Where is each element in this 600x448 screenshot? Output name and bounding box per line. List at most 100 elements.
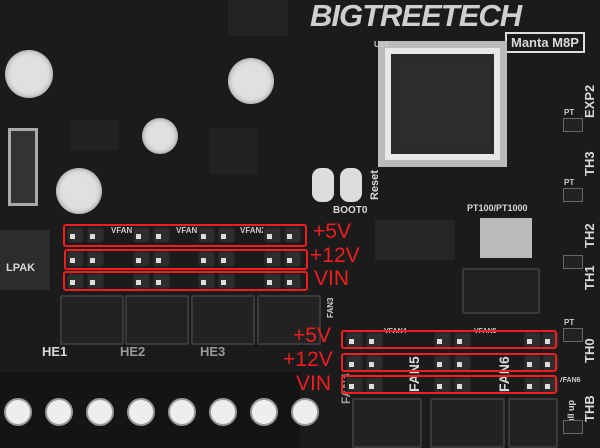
header-pin [132,226,151,244]
header-pin [152,272,171,290]
vin-label-left: VIN [314,267,350,290]
header-pin [345,354,364,372]
terminal-screw [86,398,114,426]
th0-connector [563,328,583,342]
header-pin [263,226,282,244]
lpak-label: LPAK [6,262,36,274]
header-pin [453,376,472,394]
header-pin [345,331,364,349]
header-pin [365,331,384,349]
5v-label-right: +5V [293,324,331,347]
header-pin [523,331,542,349]
th0-label: TH0 [582,338,597,363]
pt-label: PT [564,178,575,187]
header-pin [283,226,302,244]
header-pin [66,250,85,268]
header-pin [86,272,105,290]
inductor [0,230,50,290]
boot-label: BOOT0 [333,205,368,216]
12v-pins-box-left [64,249,308,270]
pt-connector [462,268,540,314]
th1-label: TH1 [582,265,597,290]
fan-connector [257,295,321,345]
fuse [8,128,38,206]
header-pin [283,250,302,268]
pt-label: PT [564,318,575,327]
header-pin [217,226,236,244]
header-pin [132,250,151,268]
header-pin [523,376,542,394]
header-pin [66,226,85,244]
exp2-label: EXP2 [582,84,597,118]
model-label: Manta M8P [505,32,585,53]
fan-connector [352,398,422,448]
header-pin [365,354,384,372]
vin-label-right: VIN [296,372,332,395]
header-pin [197,226,216,244]
thb-label: THB [582,395,597,422]
he2-label: HE2 [120,344,146,359]
fan-connector [125,295,189,345]
fan-connector [60,295,124,345]
vin-pins-box-left [63,271,308,291]
5v-pins-box-right [341,330,557,349]
terminal-screw [291,398,319,426]
terminal-screw [45,398,73,426]
header-pin [66,272,85,290]
12v-pins-box-right [341,353,557,372]
terminal-screw [209,398,237,426]
header-pin [152,250,171,268]
capacitor [5,50,53,98]
ic [70,120,118,150]
capacitor [142,118,178,154]
fan3-label: FAN3 [326,297,335,318]
terminal-screw [127,398,155,426]
he1-label: HE1 [42,344,68,359]
capacitor [56,168,102,214]
vfan6-label: VFAN6 [558,377,581,384]
header-pin [263,250,282,268]
th2-connector [563,188,583,202]
pt-label: PT [564,108,575,117]
vfan2-label: VFAN2 [240,226,266,235]
header-pin [217,250,236,268]
boot-button [312,168,334,202]
reset-button [340,168,362,202]
header-pin [132,272,151,290]
vin-pins-box-right [341,375,557,394]
capacitor [228,58,274,104]
header-pin [453,331,472,349]
th1-connector [563,255,583,269]
header-pin [283,272,302,290]
th3-connector [563,118,583,132]
5v-pins-box-left [63,224,307,247]
thb-connector [563,420,583,434]
header-pin [86,250,105,268]
mcu-chip-core [398,58,490,150]
terminal-screw [4,398,32,426]
header-pin [345,376,364,394]
header-pin [523,354,542,372]
dip-switch [480,218,532,258]
fan-connector [508,398,558,448]
th3-label: TH3 [582,151,597,176]
terminal-screw [250,398,278,426]
chip-label: U14 [374,40,389,49]
header-pin [152,226,171,244]
vfan1-label: VFAN1 [176,226,202,235]
header-pin [197,272,216,290]
header-pin [453,354,472,372]
he3-label: HE3 [200,344,226,359]
ic [210,128,258,174]
driver-ic [375,220,455,260]
5v-label-left: +5V [313,220,351,243]
pt-sensor-label: PT100/PT1000 [467,203,528,213]
fan-connector [430,398,505,448]
12v-label-right: +12V [283,348,333,371]
th2-label: TH2 [582,223,597,248]
reset-label: Reset [369,170,381,200]
header-pin [217,272,236,290]
fan-connector [191,295,255,345]
header-pin [263,272,282,290]
12v-label-left: +12V [310,244,360,267]
